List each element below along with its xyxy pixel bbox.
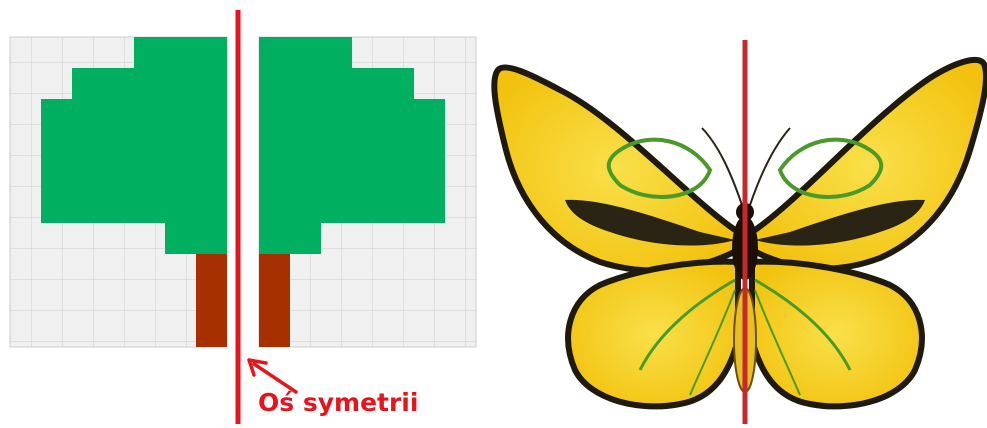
butterfly-icon [491, 57, 987, 410]
right-forewing [749, 57, 987, 272]
left-trunk [196, 254, 227, 347]
left-crown [41, 37, 227, 254]
right-tree-half [258, 36, 477, 348]
left-hindwing [565, 258, 741, 410]
symmetry-axis-label: Oś symetrii [258, 388, 419, 417]
right-crown [259, 37, 445, 254]
right-hindwing [749, 258, 925, 410]
left-tree-half [9, 36, 228, 348]
left-forewing [491, 64, 741, 274]
arrow-icon [247, 358, 298, 394]
right-trunk [259, 254, 290, 347]
